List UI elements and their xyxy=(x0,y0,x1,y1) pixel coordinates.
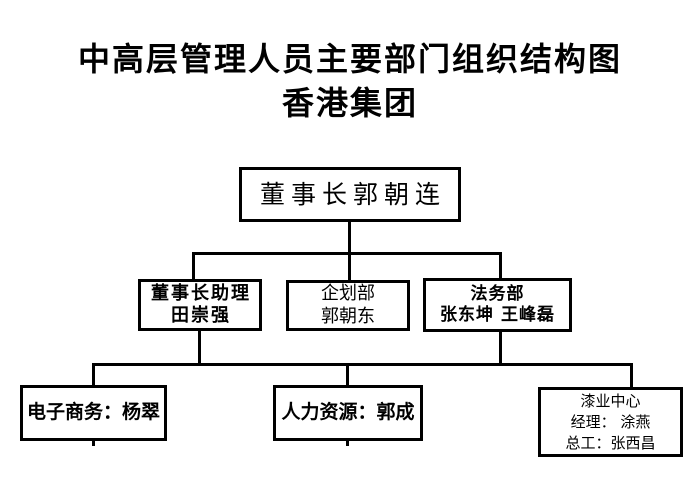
org-node-human-resources-label: 人力资源：郭成 xyxy=(281,401,415,424)
connector-assistant-down xyxy=(198,329,201,366)
org-node-paint-center-title: 漆业中心 xyxy=(580,391,641,410)
org-node-paint-center-chief-engineer: 总工：张西昌 xyxy=(565,433,656,452)
chart-title: 中高层管理人员主要部门组织结构图 xyxy=(77,40,622,78)
org-node-chairman: 董事长郭朝连 xyxy=(239,167,461,222)
org-node-legal-dept: 法务部 张东坤 王峰磊 xyxy=(423,278,572,332)
org-node-planning-dept-person: 郭朝东 xyxy=(321,305,375,327)
connector-level3-mid-stub xyxy=(346,363,349,387)
org-node-chairman-assistant: 董事长助理 田崇强 xyxy=(138,279,262,331)
org-node-paint-center: 漆业中心 经理： 涂燕 总工：张西昌 xyxy=(538,387,683,457)
org-node-ecommerce-label: 电子商务：杨翠 xyxy=(26,401,160,424)
connector-level2-horizontal xyxy=(192,252,502,255)
org-node-legal-dept-title: 法务部 xyxy=(470,283,525,304)
org-node-chairman-assistant-person: 田崇强 xyxy=(171,305,231,326)
connector-level2-right-stub xyxy=(499,252,502,280)
org-node-human-resources: 人力资源：郭成 xyxy=(273,385,423,441)
connector-level3-left-stub xyxy=(92,363,95,387)
connector-tick-hr xyxy=(346,441,349,446)
org-node-planning-dept-title: 企划部 xyxy=(321,283,375,304)
chart-subtitle: 香港集团 xyxy=(281,84,418,122)
org-node-legal-dept-persons: 张东坤 王峰磊 xyxy=(440,305,555,325)
connector-tick-ecommerce xyxy=(92,441,95,446)
connector-root-down xyxy=(348,220,351,282)
org-node-planning-dept: 企划部 郭朝东 xyxy=(286,280,410,331)
connector-level3-right-stub xyxy=(630,363,633,389)
org-node-ecommerce: 电子商务：杨翠 xyxy=(20,385,167,441)
org-node-chairman-assistant-title: 董事长助理 xyxy=(151,282,251,304)
connector-level3-horizontal xyxy=(92,363,633,366)
org-node-chairman-label: 董事长郭朝连 xyxy=(259,179,446,209)
connector-legal-down xyxy=(499,330,502,366)
org-node-paint-center-manager: 经理： 涂燕 xyxy=(570,412,651,431)
connector-level2-left-stub xyxy=(192,252,195,281)
